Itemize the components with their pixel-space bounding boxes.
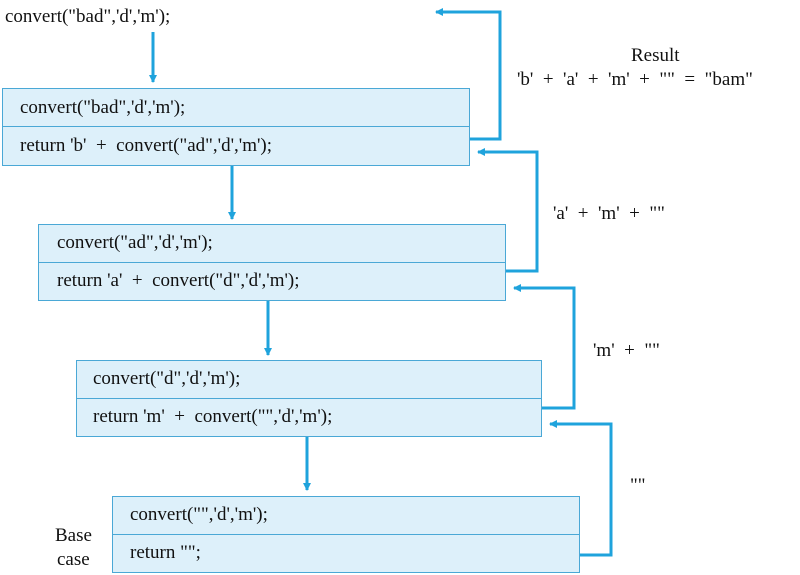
call-frame-4-base-case: convert("",'d','m'); return ""; — [112, 496, 580, 573]
return-arrow-2 — [513, 284, 576, 410]
initial-call: convert("bad",'d','m'); — [5, 6, 171, 27]
partial-result-3: "" — [630, 475, 646, 496]
partial-result-1: 'a' + 'm' + "" — [553, 203, 665, 224]
frame-call-text: convert("ad",'d','m'); — [39, 225, 505, 263]
frame-call-text: convert("bad",'d','m'); — [3, 89, 469, 127]
partial-result-2: 'm' + "" — [593, 340, 660, 361]
frame-return-text: return 'b' + convert("ad",'d','m'); — [20, 135, 273, 156]
call-frame-1: convert("bad",'d','m'); return 'b' + con… — [2, 88, 470, 166]
frame-return-text: return ""; — [130, 542, 201, 564]
call-frame-2: convert("ad",'d','m'); return 'a' + conv… — [38, 224, 506, 301]
return-arrow-3 — [549, 420, 613, 557]
base-case-label-line-1: Base — [55, 525, 92, 546]
frame-call-text: convert("d",'d','m'); — [77, 361, 541, 399]
frame-return-text: return 'm' + convert("",'d','m'); — [93, 406, 333, 428]
return-arrow-result — [435, 8, 502, 141]
call-frame-3: convert("d",'d','m'); return 'm' + conve… — [76, 360, 542, 437]
frame-return-text: return 'a' + convert("d",'d','m'); — [57, 270, 300, 292]
return-arrow-1 — [477, 148, 539, 273]
base-case-label-line-2: case — [57, 549, 90, 570]
result-expression: 'b' + 'a' + 'm' + "" = "bam" — [517, 69, 753, 90]
result-label: Result — [631, 45, 680, 66]
frame-call-text: convert("",'d','m'); — [113, 497, 579, 535]
